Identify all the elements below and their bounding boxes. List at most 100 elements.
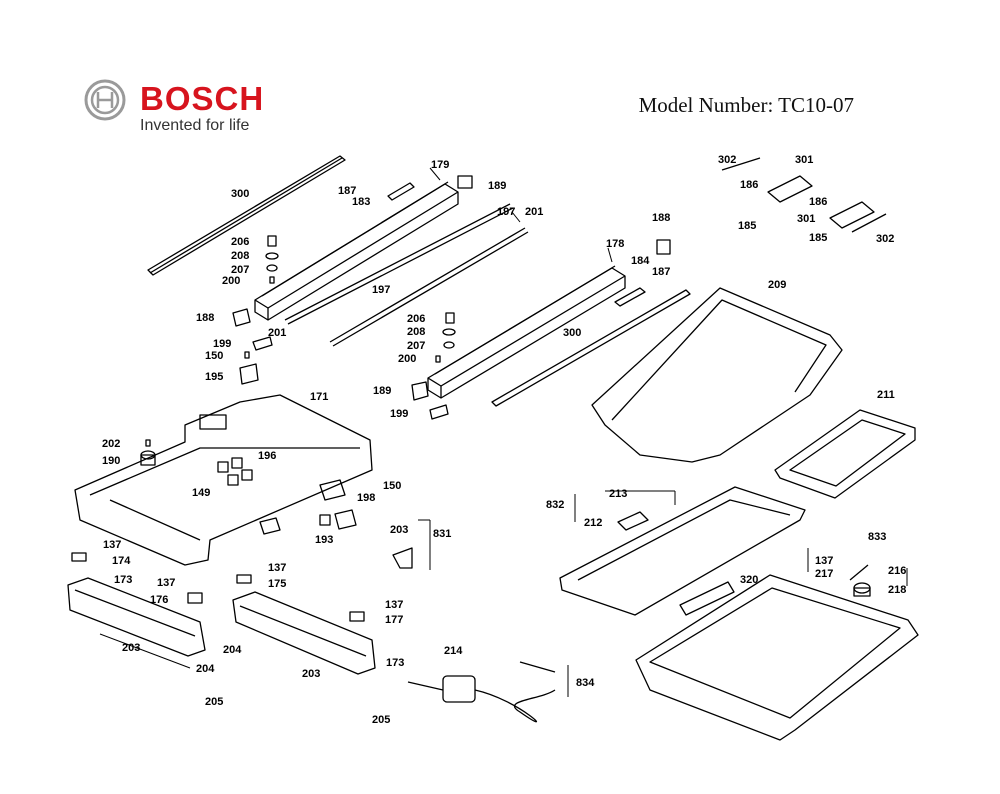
label-plate-320	[679, 581, 735, 616]
callout-206: 206	[231, 236, 249, 248]
callout-195: 195	[205, 371, 223, 383]
callout-207: 207	[407, 340, 425, 352]
callout-189: 189	[488, 180, 506, 192]
callout-216: 216	[888, 565, 906, 577]
foot-173-right	[187, 574, 376, 675]
brand-wordmark: BOSCH	[140, 80, 265, 117]
callout-labels: 302 301 186 185 186 301 185 302 300 179 …	[102, 154, 906, 726]
frame-211	[774, 409, 916, 499]
callout-320: 320	[740, 574, 758, 586]
callout-198: 198	[357, 492, 375, 504]
callout-173: 173	[114, 574, 132, 586]
callout-179: 179	[431, 159, 449, 171]
tub	[635, 574, 919, 741]
bracket-184	[614, 287, 646, 307]
callout-150: 150	[383, 480, 401, 492]
callout-188: 188	[652, 212, 670, 224]
callout-300: 300	[231, 188, 249, 200]
strip-300-left	[147, 155, 346, 276]
callout-204: 204	[223, 644, 242, 656]
callout-207: 207	[231, 264, 249, 276]
callout-149: 149	[192, 487, 210, 499]
callout-173: 173	[386, 657, 404, 669]
tray-832	[559, 486, 806, 616]
callout-193: 193	[315, 534, 333, 546]
callout-196: 196	[258, 450, 276, 462]
callout-183: 183	[352, 196, 370, 208]
callout-209: 209	[768, 279, 786, 291]
callout-185: 185	[809, 232, 827, 244]
callout-190: 190	[102, 455, 120, 467]
callout-189: 189	[373, 385, 391, 397]
callout-203: 203	[390, 524, 408, 536]
rail-179	[254, 181, 459, 321]
callout-177: 177	[385, 614, 403, 626]
callout-137: 137	[815, 555, 833, 567]
callout-205: 205	[372, 714, 390, 726]
callout-203: 203	[122, 642, 140, 654]
callout-300: 300	[563, 327, 581, 339]
callout-208: 208	[231, 250, 249, 262]
callout-200: 200	[222, 275, 240, 287]
callout-201: 201	[268, 327, 286, 339]
callout-301: 301	[797, 213, 815, 225]
callout-184: 184	[631, 255, 650, 267]
pump-214	[407, 661, 556, 723]
callout-212: 212	[584, 517, 602, 529]
callout-171: 171	[310, 391, 328, 403]
strip-300-right	[491, 289, 691, 407]
callout-834: 834	[576, 677, 595, 689]
callout-205: 205	[205, 696, 223, 708]
base-171	[74, 394, 373, 566]
kit-833-parts	[849, 564, 871, 597]
rail-178	[427, 265, 626, 399]
model-number: Model Number: TC10-07	[638, 93, 854, 117]
callout-197: 197	[372, 284, 390, 296]
callout-137: 137	[385, 599, 403, 611]
rod-197-lower	[329, 227, 529, 347]
callout-188: 188	[196, 312, 214, 324]
callout-301: 301	[795, 154, 813, 166]
callout-833: 833	[868, 531, 886, 543]
callout-206: 206	[407, 313, 425, 325]
base-hardware	[140, 439, 413, 569]
leader-lines	[99, 167, 908, 697]
hardware-left	[232, 175, 473, 385]
callout-211: 211	[877, 389, 895, 401]
foot-173-left	[67, 552, 206, 657]
callout-213: 213	[609, 488, 627, 500]
callout-217: 217	[815, 568, 833, 580]
callout-137: 137	[103, 539, 121, 551]
callout-197: 197	[497, 206, 515, 218]
callout-203: 203	[302, 668, 320, 680]
callout-199: 199	[213, 338, 231, 350]
callout-150: 150	[205, 350, 223, 362]
callout-174: 174	[112, 555, 131, 567]
callout-832: 832	[546, 499, 564, 511]
callout-200: 200	[398, 353, 416, 365]
tray-209	[591, 287, 843, 463]
brand-tagline: Invented for life	[140, 117, 250, 134]
callout-187: 187	[652, 266, 670, 278]
callout-831: 831	[433, 528, 451, 540]
callout-137: 137	[157, 577, 175, 589]
callout-201: 201	[525, 206, 543, 218]
callout-178: 178	[606, 238, 624, 250]
callout-185: 185	[738, 220, 756, 232]
callout-202: 202	[102, 438, 120, 450]
callout-186: 186	[809, 196, 827, 208]
plates-301-302	[721, 157, 887, 233]
callout-204: 204	[196, 663, 215, 675]
bracket-183	[387, 182, 415, 201]
callout-175: 175	[268, 578, 286, 590]
callout-218: 218	[888, 584, 906, 596]
callout-208: 208	[407, 326, 425, 338]
hardware-mid	[411, 239, 671, 420]
rod-197-upper	[284, 203, 514, 325]
callout-186: 186	[740, 179, 758, 191]
callout-214: 214	[444, 645, 463, 657]
callout-199: 199	[390, 408, 408, 420]
callout-302: 302	[876, 233, 894, 245]
callout-176: 176	[150, 594, 168, 606]
